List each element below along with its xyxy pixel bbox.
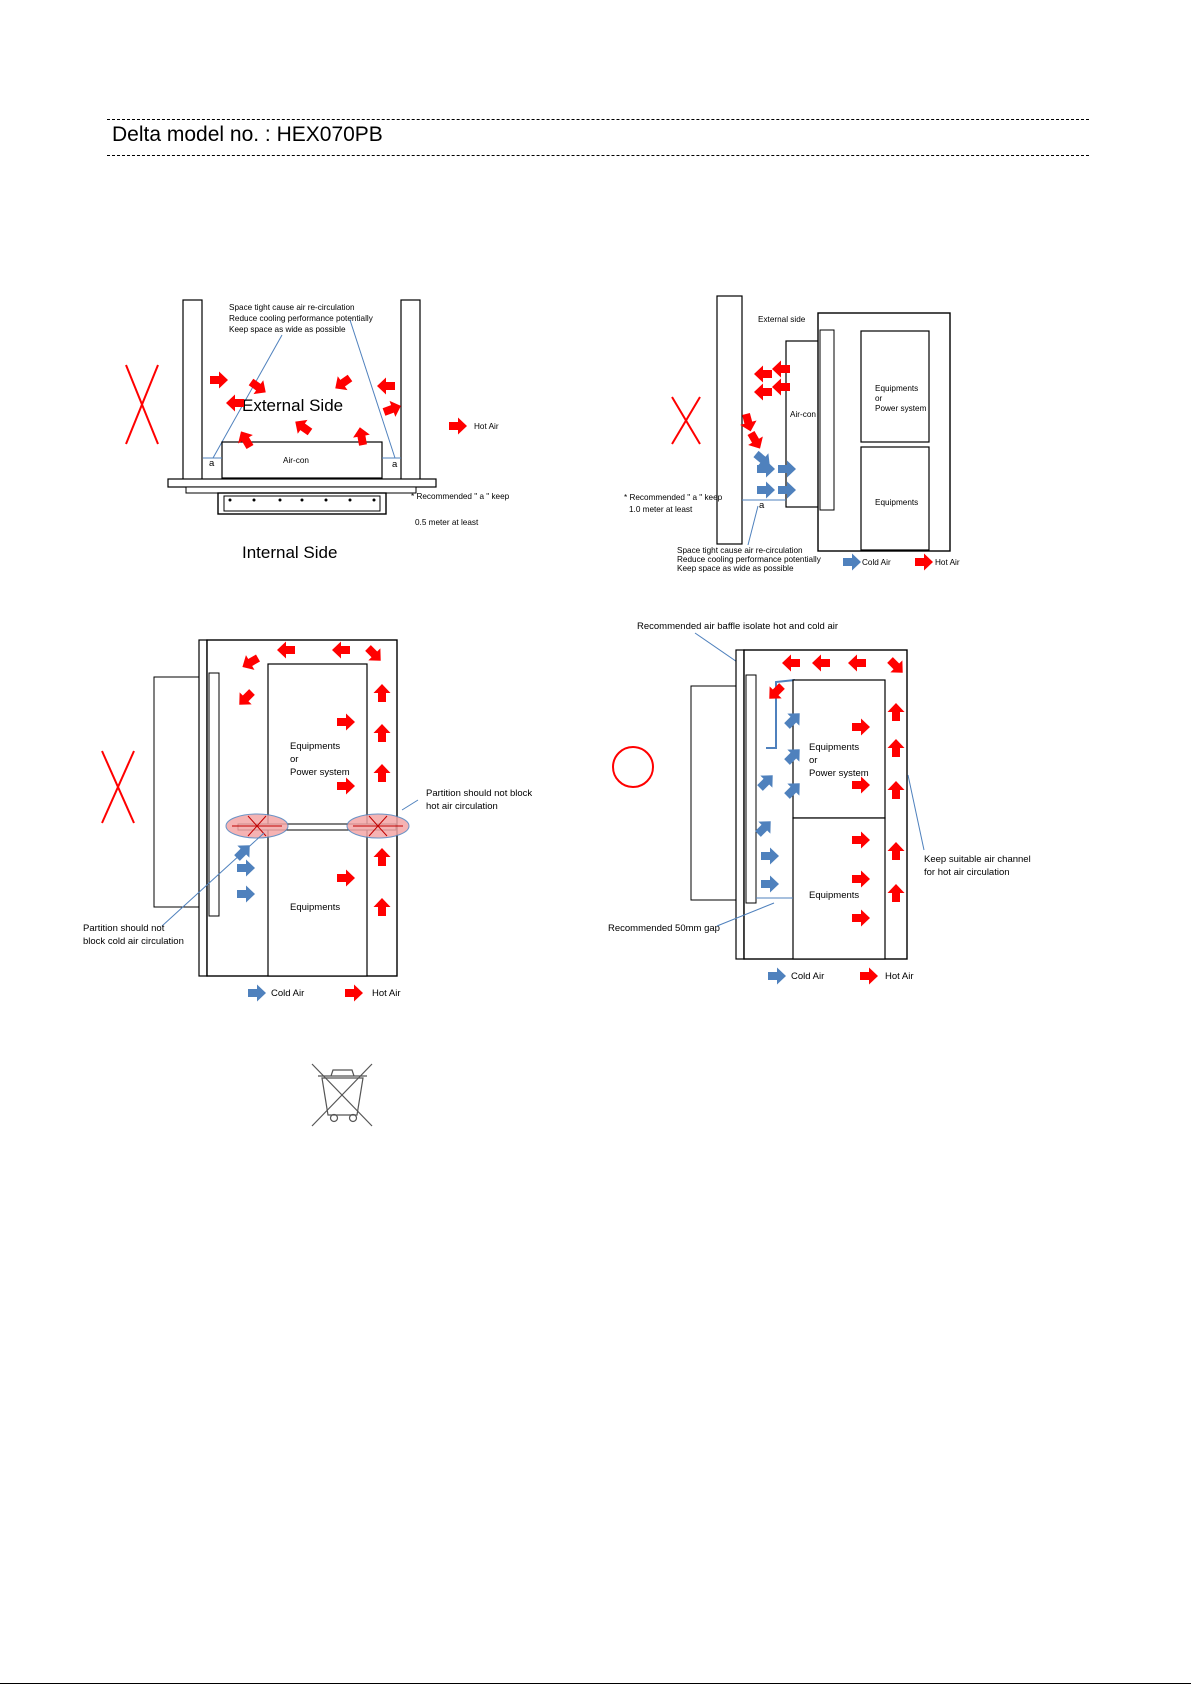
gap-label-right: a xyxy=(392,459,398,470)
equip-bottom-label: Equipments xyxy=(809,890,859,901)
header-rule-bottom xyxy=(107,155,1089,156)
note-text: Keep space as wide as possible xyxy=(677,564,794,573)
equip-top-label: Equipments xyxy=(875,384,918,393)
svg-text:Hot Air: Hot Air xyxy=(474,422,499,431)
internal-unit xyxy=(217,492,387,515)
recommend-note: * Recommended " a " keep xyxy=(411,492,510,501)
aircon-unit xyxy=(785,340,820,508)
note-pointer xyxy=(212,334,283,459)
equip-bottom-label: Equipments xyxy=(875,498,918,507)
cross-mark-icon xyxy=(101,750,135,824)
mount-plate xyxy=(819,329,835,511)
equip-top-label: or xyxy=(875,394,883,403)
aircon-label: Air-con xyxy=(283,456,309,465)
note-pointer xyxy=(716,902,775,927)
diagram-partition-blocking: Equipments or Power system Equipments Pa… xyxy=(83,639,532,1002)
air-baffle xyxy=(766,679,796,749)
crossed-out-wheelie-bin-icon xyxy=(311,1063,373,1127)
legend-cold-air: Cold Air xyxy=(791,971,824,982)
gap-label-left: a xyxy=(209,458,215,469)
note-text: Reduce cooling performance potentially xyxy=(677,555,822,564)
cross-mark-icon xyxy=(125,364,159,445)
aircon-label: Air-con xyxy=(790,410,816,419)
recommend-note: * Recommended " a " keep xyxy=(624,493,723,502)
equip-top-label: Power system xyxy=(875,404,927,413)
equip-top-label: Equipments xyxy=(809,742,859,753)
note-text: Reduce cooling performance potentially xyxy=(229,314,374,323)
aircon-plate xyxy=(745,674,757,904)
equip-top-label: Power system xyxy=(809,768,869,779)
partition-hot-note: Partition should not block xyxy=(426,788,532,799)
legend-cold-air: Cold Air xyxy=(862,558,891,567)
diagram-recommended-layout: Recommended air baffle isolate hot and c… xyxy=(608,621,1031,985)
external-housing xyxy=(153,676,200,908)
header-rule-top xyxy=(107,119,1089,120)
equip-bottom-label: Equipments xyxy=(290,902,340,913)
external-side-label: External side xyxy=(758,315,806,324)
note-pointer xyxy=(907,774,925,851)
circle-mark-icon xyxy=(612,746,654,788)
equip-top-label: or xyxy=(809,755,817,766)
recommend-note: 1.0 meter at least xyxy=(629,505,693,514)
footer-rule xyxy=(0,1683,1191,1684)
legend-hot-air: Hot Air xyxy=(935,558,960,567)
wall xyxy=(716,295,743,545)
wall-right xyxy=(400,299,421,481)
note-pointer xyxy=(349,319,396,459)
note-pointer xyxy=(401,799,419,811)
external-housing xyxy=(690,685,737,901)
flange xyxy=(185,486,417,494)
equip-top-label: or xyxy=(290,754,298,765)
partition-hot-note: hot air circulation xyxy=(426,801,498,812)
equip-bottom-box xyxy=(792,817,886,960)
diagram-top-view-tight-space: Space tight cause air re-circulation Red… xyxy=(125,299,510,562)
wall-left xyxy=(182,299,203,481)
gap-label: a xyxy=(759,500,765,511)
internal-unit-inner xyxy=(223,495,381,512)
note-text: Space tight cause air re-circulation xyxy=(229,303,355,312)
baffle-note: Recommended air baffle isolate hot and c… xyxy=(637,621,838,632)
aircon-plate xyxy=(208,672,220,917)
channel-note: for hot air circulation xyxy=(924,867,1010,878)
door-panel xyxy=(735,649,745,960)
note-text: Space tight cause air re-circulation xyxy=(677,546,803,555)
internal-side-label: Internal Side xyxy=(242,543,337,562)
equip-top-label: Equipments xyxy=(290,741,340,752)
door-panel xyxy=(198,639,208,977)
equip-bottom-box xyxy=(860,446,930,551)
aircon-unit xyxy=(221,441,383,479)
equip-top-box xyxy=(792,679,886,819)
external-side-label: External Side xyxy=(242,396,343,415)
partition-cold-note: block cold air circulation xyxy=(83,936,184,947)
legend-hot-air: Hot Air xyxy=(372,988,401,999)
note-pointer xyxy=(747,505,759,546)
diagram-side-view-tight-space: External side Air-con Equipments or Powe… xyxy=(624,295,960,573)
page-title: Delta model no. : HEX070PB xyxy=(112,123,383,146)
legend-cold-air: Cold Air xyxy=(271,988,304,999)
partition-cold-note: Partition should not xyxy=(83,923,165,934)
gap-note: Recommended 50mm gap xyxy=(608,923,720,934)
legend-hot-air: Hot Air xyxy=(449,417,499,435)
note-text: Keep space as wide as possible xyxy=(229,325,346,334)
recommend-note: 0.5 meter at least xyxy=(415,518,479,527)
equip-top-label: Power system xyxy=(290,767,350,778)
legend-hot-air: Hot Air xyxy=(885,971,914,982)
cross-mark-icon xyxy=(671,396,701,445)
mounting-wall xyxy=(167,478,437,488)
equip-top-box xyxy=(860,330,930,443)
channel-note: Keep suitable air channel xyxy=(924,854,1031,865)
